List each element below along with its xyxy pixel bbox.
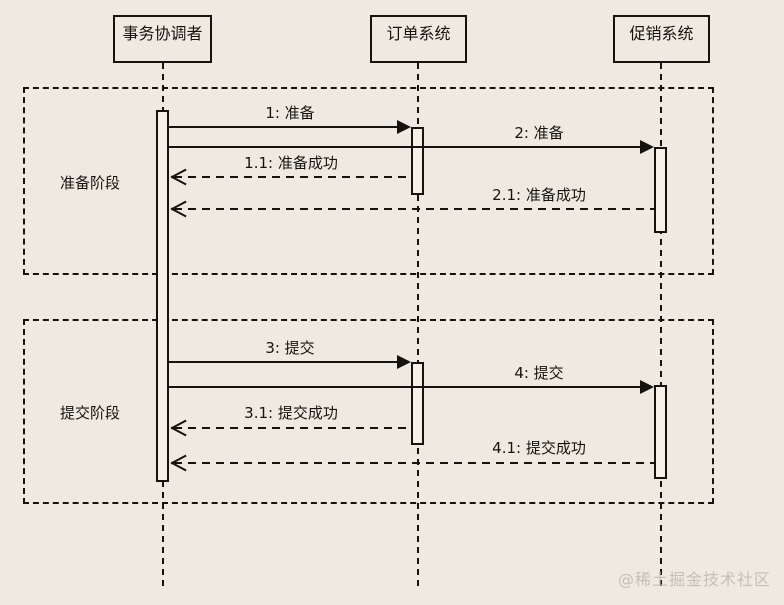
message-line	[169, 146, 642, 148]
message-label: 1: 准备	[265, 104, 315, 122]
arrowhead-icon	[170, 200, 187, 218]
participant-box-coordinator: 事务协调者	[113, 15, 212, 63]
phase-frame-commit	[23, 319, 714, 504]
participant-box-promo-system: 促销系统	[613, 15, 710, 63]
phase-label-commit: 提交阶段	[59, 404, 120, 422]
arrowhead-icon	[170, 168, 187, 186]
message-label: 1.1: 准备成功	[244, 154, 338, 172]
message-line	[169, 386, 642, 388]
lifeline-order-system	[417, 63, 419, 590]
phase-label-prepare: 准备阶段	[59, 174, 120, 192]
message-line	[169, 361, 399, 363]
activation-bar-coordinator	[156, 110, 169, 482]
arrowhead-icon	[397, 120, 411, 134]
message-line	[169, 126, 399, 128]
activation-bar-order-commit	[411, 362, 424, 445]
arrowhead-icon	[170, 454, 187, 472]
activation-bar-order-prepare	[411, 127, 424, 195]
activation-bar-promo-commit	[654, 385, 667, 479]
message-label: 3.1: 提交成功	[244, 404, 338, 422]
message-label: 3: 提交	[265, 339, 315, 357]
message-line	[174, 462, 654, 464]
message-line	[174, 427, 411, 429]
arrowhead-icon	[640, 140, 654, 154]
activation-bar-promo-prepare	[654, 147, 667, 233]
message-line	[174, 176, 411, 178]
arrowhead-icon	[170, 419, 187, 437]
arrowhead-icon	[397, 355, 411, 369]
phase-frame-prepare	[23, 87, 714, 275]
message-label: 2.1: 准备成功	[492, 186, 586, 204]
participant-box-order-system: 订单系统	[370, 15, 467, 63]
message-label: 4.1: 提交成功	[492, 439, 586, 457]
message-label: 4: 提交	[514, 364, 564, 382]
lifeline-promo-system	[660, 63, 662, 590]
message-line	[174, 208, 654, 210]
arrowhead-icon	[640, 380, 654, 394]
watermark: @稀土掘金技术社区	[618, 570, 772, 589]
message-label: 2: 准备	[514, 124, 564, 142]
